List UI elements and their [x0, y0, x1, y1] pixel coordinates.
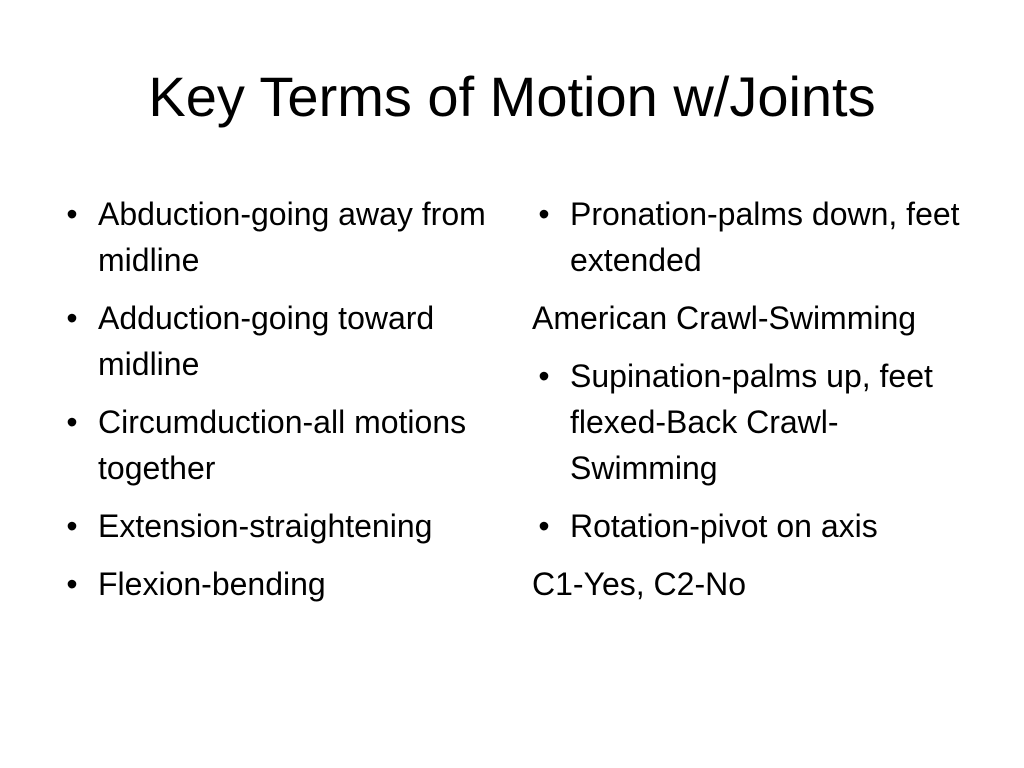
- list-item-text: Rotation-pivot on axis: [570, 508, 878, 544]
- slide-title: Key Terms of Motion w/Joints: [148, 65, 876, 128]
- bullet-icon: •: [66, 404, 78, 440]
- list-item: • Circumduction-all motions together: [60, 399, 500, 491]
- bullet-icon: •: [538, 508, 550, 544]
- list-item-text: Circumduction-all motions together: [98, 404, 467, 486]
- bullet-icon: •: [66, 566, 78, 602]
- list-item-text: Abduction-going away from midline: [98, 196, 486, 278]
- list-item-text: C1-Yes, C2-No: [532, 566, 747, 602]
- list-item: • Pronation-palms down, feet extended: [532, 191, 972, 283]
- list-item-text: Pronation-palms down, feet extended: [570, 196, 960, 278]
- left-column: • Abduction-going away from midline • Ad…: [60, 191, 500, 619]
- list-item: • Rotation-pivot on axis: [532, 503, 972, 549]
- list-item: • Abduction-going away from midline: [60, 191, 500, 283]
- list-item: • Adduction-going toward midline: [60, 295, 500, 387]
- list-item: • Flexion-bending: [60, 561, 500, 607]
- bullet-icon: •: [538, 196, 550, 232]
- list-item: • Supination-palms up, feet flexed-Back …: [532, 353, 972, 491]
- list-item-text: Flexion-bending: [98, 566, 326, 602]
- list-item-text: Extension-straightening: [98, 508, 433, 544]
- right-column: • Pronation-palms down, feet extended Am…: [532, 191, 972, 619]
- bullet-icon: •: [66, 508, 78, 544]
- list-item-text: Adduction-going toward midline: [98, 300, 435, 382]
- list-item-text: Supination-palms up, feet flexed-Back Cr…: [570, 358, 933, 486]
- bullet-icon: •: [538, 358, 550, 394]
- list-item-text: American Crawl-Swimming: [532, 300, 917, 336]
- list-item: • Extension-straightening: [60, 503, 500, 549]
- list-item: American Crawl-Swimming: [532, 295, 972, 341]
- bullet-icon: •: [66, 196, 78, 232]
- list-item: C1-Yes, C2-No: [532, 561, 972, 607]
- bullet-icon: •: [66, 300, 78, 336]
